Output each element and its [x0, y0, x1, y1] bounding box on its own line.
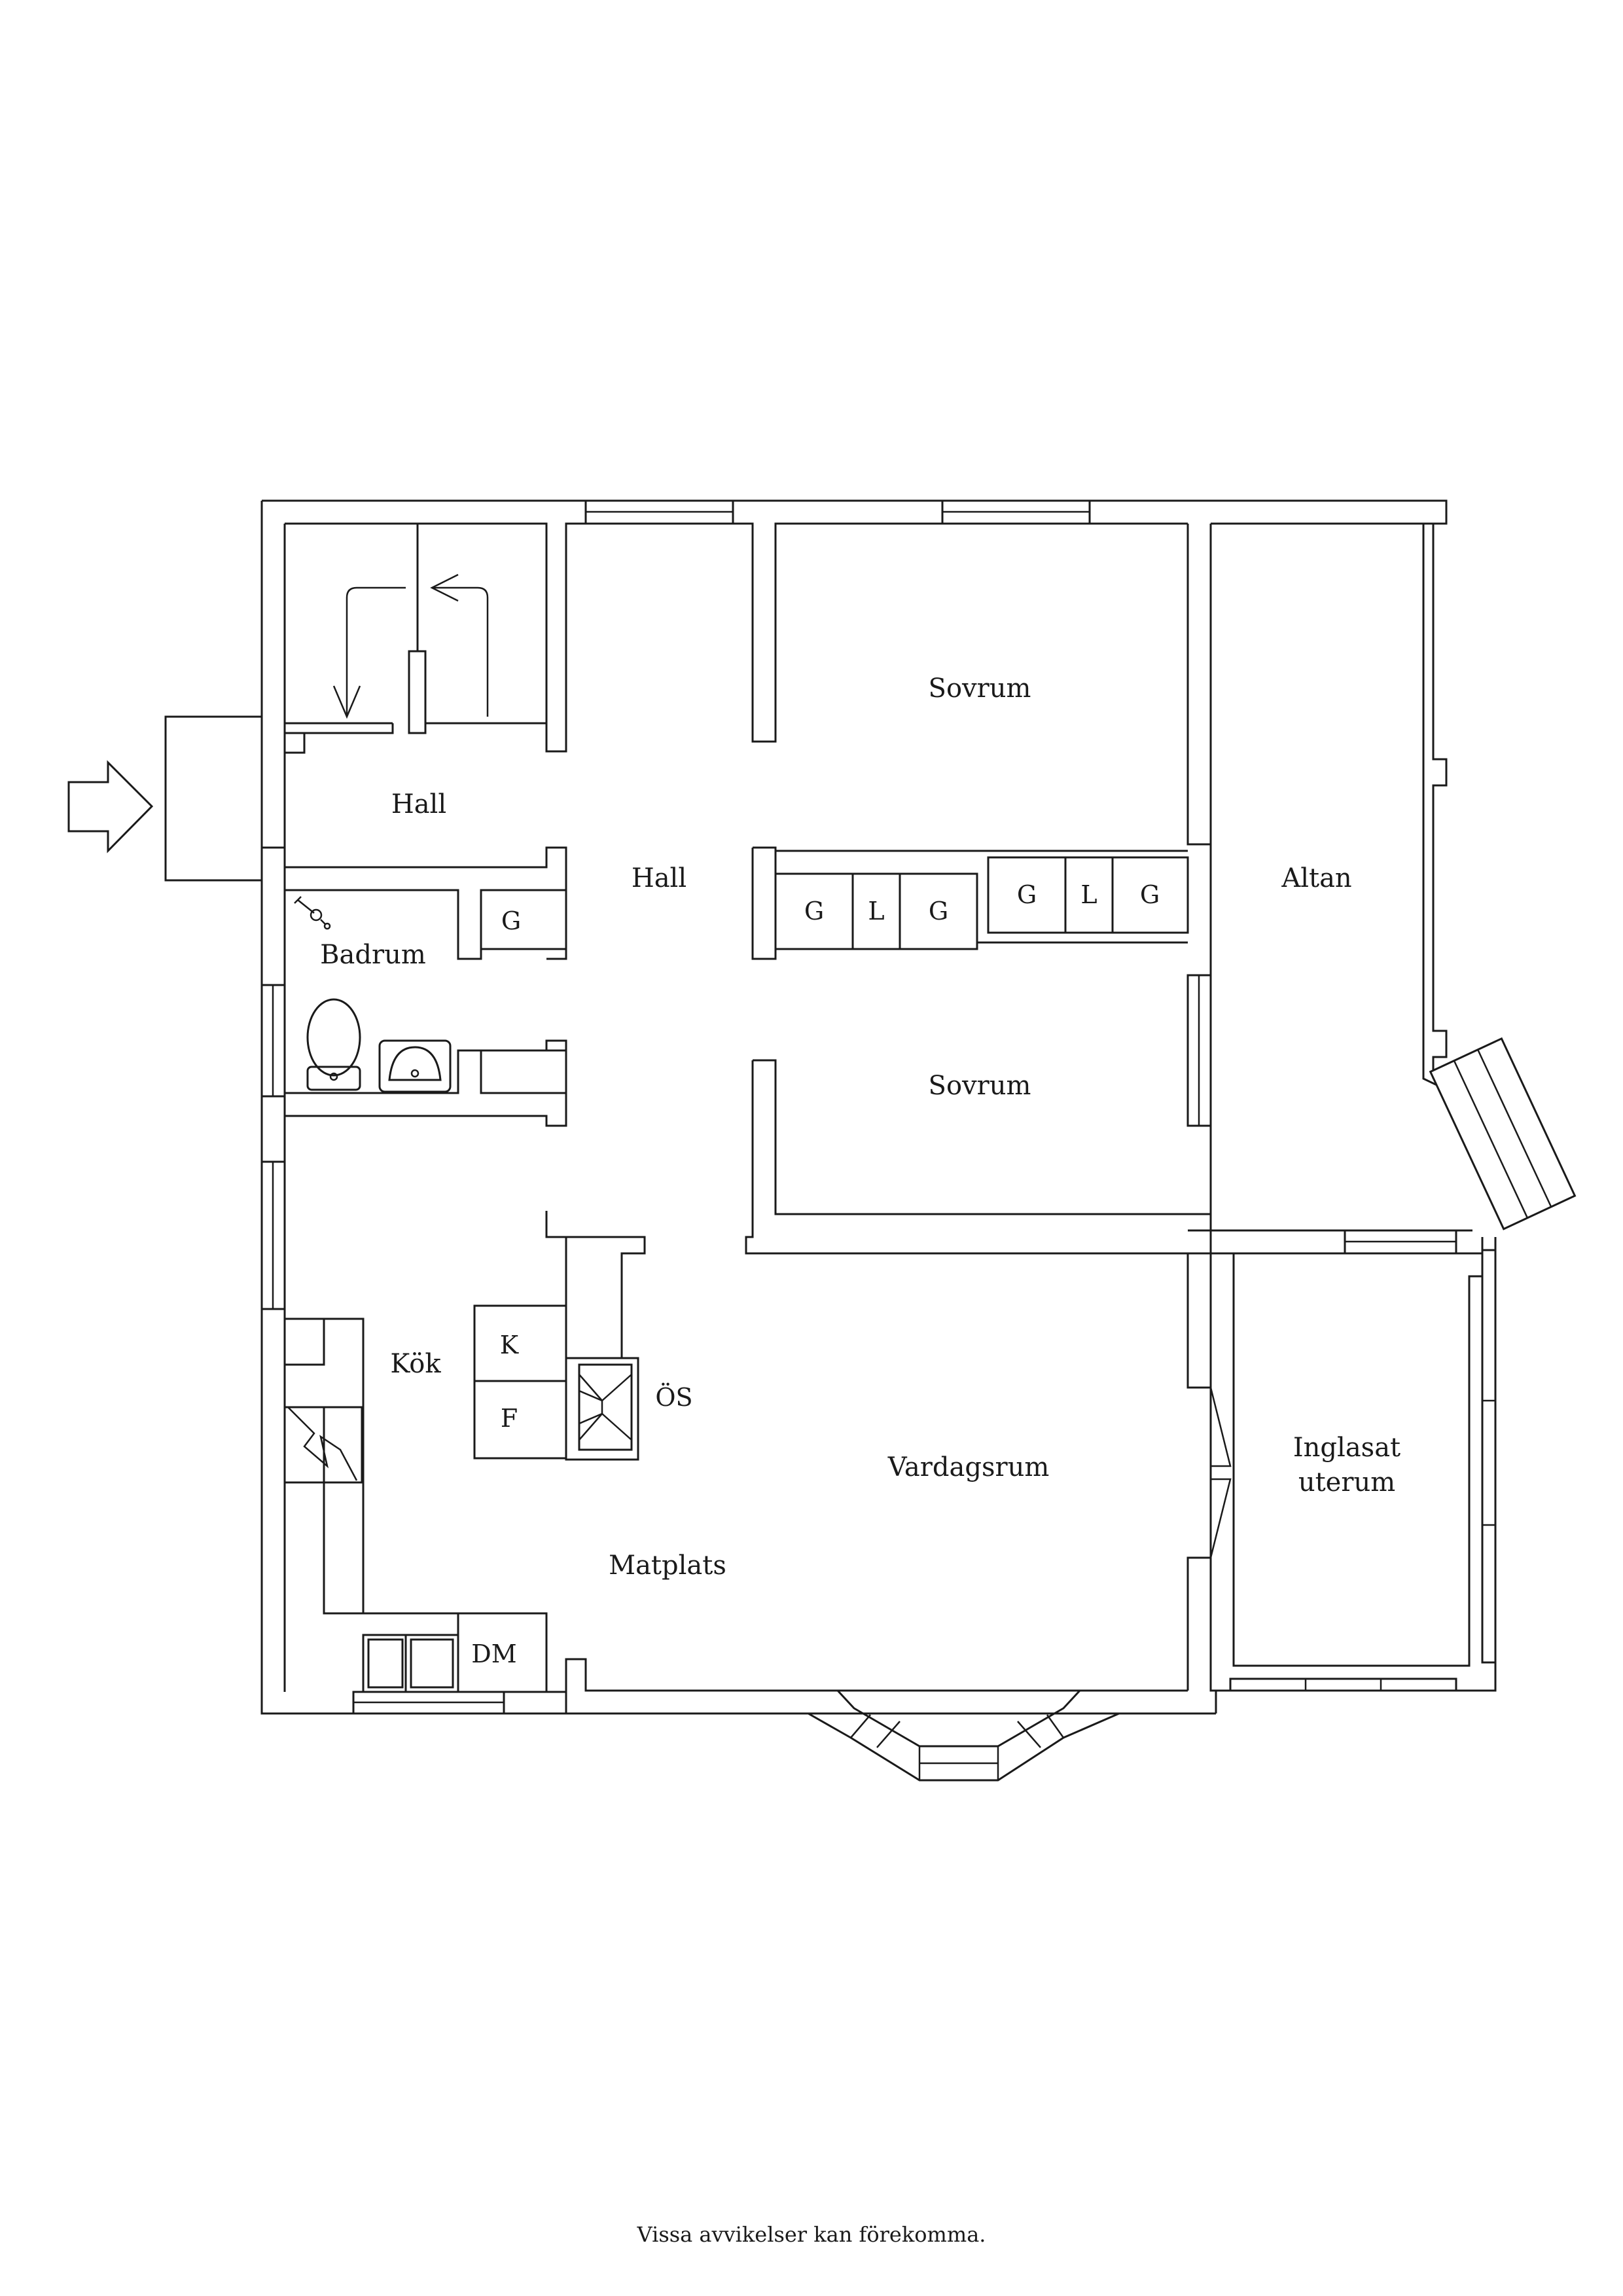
label-wardrobe-1: G — [804, 897, 824, 925]
altan-steps — [1429, 1037, 1577, 1230]
label-uterum-1: Inglasat — [1293, 1433, 1400, 1463]
window-bottom-left — [352, 1691, 505, 1715]
bay-window — [808, 1689, 1120, 1782]
sink-icon — [378, 1039, 452, 1093]
toilet-icon — [306, 998, 361, 1091]
label-kok: Kök — [390, 1349, 441, 1379]
shower-icon — [294, 896, 331, 930]
label-vardagsrum: Vardagsrum — [887, 1452, 1050, 1482]
wardrobe-row — [774, 856, 1189, 950]
label-hall-entry: Hall — [391, 789, 446, 819]
stair-block — [283, 522, 548, 754]
label-wardrobe-3: G — [929, 897, 948, 925]
sovrum-walls — [745, 942, 1212, 1255]
label-kyl: K — [500, 1331, 519, 1359]
fireplace-icon — [565, 1357, 639, 1461]
vardagsrum-right-wall — [1186, 1253, 1232, 1713]
label-diskmaskin: DM — [471, 1640, 516, 1668]
label-wardrobe-6: G — [1140, 880, 1160, 909]
label-wardrobe-4: G — [1017, 880, 1037, 909]
label-sovrum-bottom: Sovrum — [929, 1071, 1031, 1101]
label-wardrobe-5: L — [1080, 880, 1097, 909]
disclaimer-footer: Vissa avvikelser kan förekomma. — [637, 2222, 986, 2247]
kok-right-wall — [546, 1658, 1188, 1713]
label-oppen-spis: ÖS — [655, 1383, 692, 1412]
label-matplats: Matplats — [609, 1551, 726, 1581]
label-altan: Altan — [1281, 863, 1351, 893]
outer-walls — [260, 499, 1448, 1715]
uterum — [1209, 1229, 1497, 1692]
label-wardrobe-2: L — [868, 897, 884, 925]
window-top-1 — [584, 499, 734, 525]
label-frys: F — [501, 1404, 518, 1433]
label-badrum: Badrum — [320, 940, 426, 970]
entry-arrow-icon — [67, 760, 154, 853]
label-badrum-wardrobe: G — [501, 906, 521, 935]
stove-icon — [287, 1407, 358, 1481]
label-hall-main: Hall — [632, 863, 687, 893]
fridge-freezer — [473, 1304, 567, 1460]
entry-step — [164, 715, 262, 882]
label-uterum-2: uterum — [1298, 1467, 1395, 1498]
badrum-walls — [260, 889, 567, 1127]
label-sovrum-top: Sovrum — [929, 673, 1031, 704]
window-top-2 — [941, 499, 1091, 525]
